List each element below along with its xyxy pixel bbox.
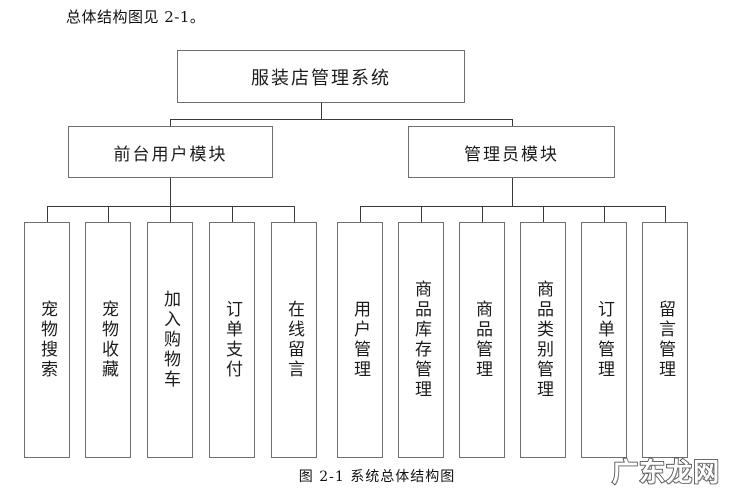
connector-root-to-right-module [512,119,513,127]
leaf-product-management-label: 商品管理 [472,300,493,380]
intro-text: 总体结构图见 2-1。 [66,8,206,26]
connector-left-drop-2 [108,206,109,222]
connector-root-to-left-module [170,119,171,127]
figure-caption: 图 2-1 系统总体结构图 [298,469,456,485]
leaf-pet-favorites-label: 宠物收藏 [98,300,119,380]
leaf-user-management: 用户管理 [337,222,383,458]
node-front-user-module-label: 前台用户模块 [113,144,228,165]
connector-right-drop-5 [604,206,605,222]
leaf-pet-search-label: 宠物搜索 [37,300,58,380]
connector-left-drop-1 [47,206,48,222]
leaf-product-category-management-label: 商品类别管理 [533,280,554,400]
leaf-message-management-label: 留言管理 [655,300,676,380]
leaf-product-inventory-management: 商品库存管理 [398,222,444,458]
connector-right-module-stem [512,178,513,206]
leaf-pet-favorites: 宠物收藏 [85,222,131,458]
leaf-message-management: 留言管理 [642,222,688,458]
leaf-online-message-label: 在线留言 [284,300,305,380]
node-root: 服装店管理系统 [177,50,465,103]
leaf-pet-search: 宠物搜索 [24,222,70,458]
connector-left-drop-3 [170,206,171,222]
leaf-product-management: 商品管理 [459,222,505,458]
leaf-order-payment: 订单支付 [209,222,255,458]
node-root-label: 服装店管理系统 [251,67,391,89]
connector-root-stem [321,103,322,119]
connector-right-drop-3 [482,206,483,222]
node-admin-module-label: 管理员模块 [464,144,559,165]
connector-right-drop-1 [360,206,361,222]
leaf-order-payment-label: 订单支付 [222,300,243,380]
connector-right-drop-4 [543,206,544,222]
leaf-order-management-label: 订单管理 [594,300,615,380]
leaf-product-inventory-management-label: 商品库存管理 [411,280,432,400]
node-front-user-module: 前台用户模块 [68,126,273,178]
connector-right-bus [360,206,665,207]
connector-left-drop-4 [232,206,233,222]
node-admin-module: 管理员模块 [408,126,615,178]
leaf-user-management-label: 用户管理 [350,300,371,380]
connector-left-drop-5 [294,206,295,222]
connector-root-bus [170,119,513,120]
connector-right-drop-2 [421,206,422,222]
leaf-product-category-management: 商品类别管理 [520,222,566,458]
connector-right-drop-6 [665,206,666,222]
leaf-add-to-cart-label: 加入购物车 [160,290,181,390]
connector-left-module-stem [170,178,171,206]
watermark: 广东龙网 [611,457,721,489]
leaf-order-management: 订单管理 [581,222,627,458]
leaf-add-to-cart: 加入购物车 [147,222,193,458]
leaf-online-message: 在线留言 [271,222,317,458]
